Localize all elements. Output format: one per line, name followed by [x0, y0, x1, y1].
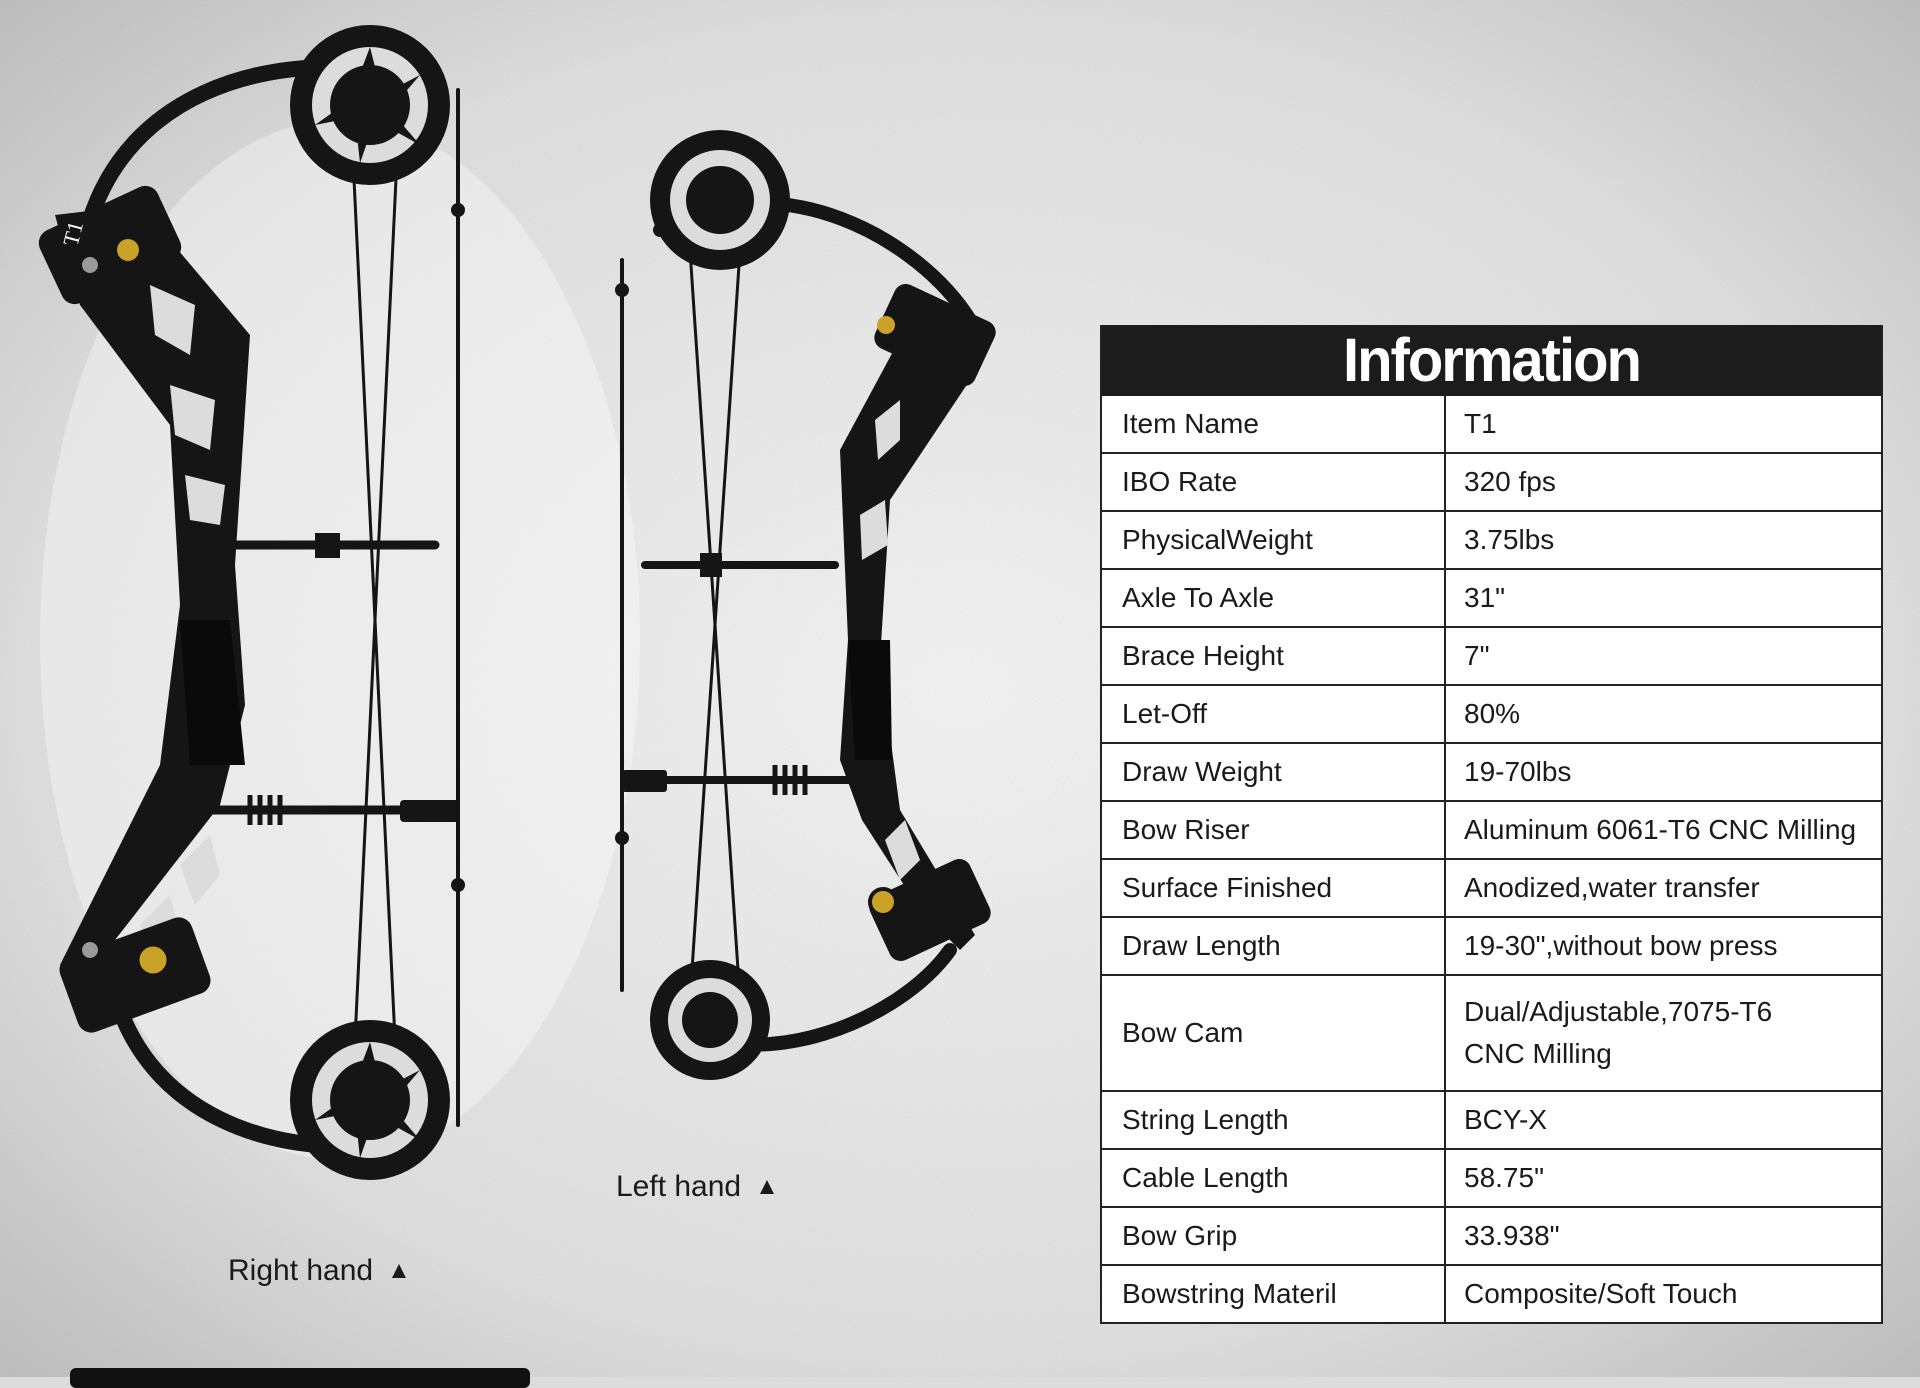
spec-value: T1: [1464, 408, 1497, 439]
spec-label: Surface Finished: [1102, 860, 1446, 916]
table-row: PhysicalWeight 3.75lbs: [1102, 510, 1881, 568]
spec-value: 33.938": [1464, 1220, 1560, 1251]
table-row: Let-Off 80%: [1102, 684, 1881, 742]
spec-value: 80%: [1464, 698, 1521, 729]
spec-value: BCY-X: [1464, 1104, 1548, 1135]
spec-value: 3.75lbs: [1464, 524, 1555, 555]
table-row: String Length BCY-X: [1102, 1090, 1881, 1148]
bow-right-hand: T1: [38, 25, 465, 1180]
spec-label: String Length: [1102, 1092, 1446, 1148]
table-row: Draw Weight 19-70lbs: [1102, 742, 1881, 800]
table-row: Bowstring Materil Composite/Soft Touch: [1102, 1264, 1881, 1322]
spec-label: Draw Weight: [1102, 744, 1446, 800]
table-row: Axle To Axle 31": [1102, 568, 1881, 626]
table-row: Surface Finished Anodized,water transfer: [1102, 858, 1881, 916]
spec-label: Let-Off: [1102, 686, 1446, 742]
table-row: IBO Rate 320 fps: [1102, 452, 1881, 510]
spec-value: 7": [1464, 640, 1490, 671]
table-row: Bow Riser Aluminum 6061-T6 CNC Milling: [1102, 800, 1881, 858]
spec-value: 19-70lbs: [1464, 756, 1572, 787]
caption-left-hand-text: Left hand: [616, 1170, 742, 1203]
table-row: Bow Grip 33.938": [1102, 1206, 1881, 1264]
spec-label: Bowstring Materil: [1102, 1266, 1446, 1322]
spec-value: 320 fps: [1464, 466, 1556, 497]
spec-label: Draw Length: [1102, 918, 1446, 974]
spec-value: Dual/Adjustable,7075-T6 CNC Milling: [1464, 996, 1773, 1069]
spec-label: Axle To Axle: [1102, 570, 1446, 626]
cropped-heading-fragment: [70, 1368, 530, 1388]
spec-label: Bow Cam: [1102, 976, 1446, 1090]
spec-label: Bow Riser: [1102, 802, 1446, 858]
spec-label: Bow Grip: [1102, 1208, 1446, 1264]
bow-left-hand: [615, 130, 996, 1080]
spec-label: IBO Rate: [1102, 454, 1446, 510]
caption-left-hand: Left hand ▲: [616, 1170, 779, 1204]
table-row: Item Name T1: [1102, 394, 1881, 452]
spec-value: Composite/Soft Touch: [1464, 1278, 1738, 1309]
triangle-up-icon: ▲: [755, 1173, 779, 1200]
caption-right-hand: Right hand ▲: [228, 1254, 411, 1288]
triangle-up-icon: ▲: [387, 1257, 411, 1284]
spec-value: 31": [1464, 582, 1506, 613]
spec-label: Brace Height: [1102, 628, 1446, 684]
spec-label: Cable Length: [1102, 1150, 1446, 1206]
table-title: Information: [1102, 325, 1881, 396]
spec-value: Aluminum 6061-T6 CNC Milling: [1464, 814, 1857, 845]
caption-right-hand-text: Right hand: [228, 1254, 374, 1287]
spec-label: Item Name: [1102, 396, 1446, 452]
spec-label: PhysicalWeight: [1102, 512, 1446, 568]
spec-value: 58.75": [1464, 1162, 1545, 1193]
spec-value: Anodized,water transfer: [1464, 872, 1760, 903]
table-row: Cable Length 58.75": [1102, 1148, 1881, 1206]
table-row: Draw Length 19-30",without bow press: [1102, 916, 1881, 974]
spec-value: 19-30",without bow press: [1464, 930, 1778, 961]
table-row: Brace Height 7": [1102, 626, 1881, 684]
